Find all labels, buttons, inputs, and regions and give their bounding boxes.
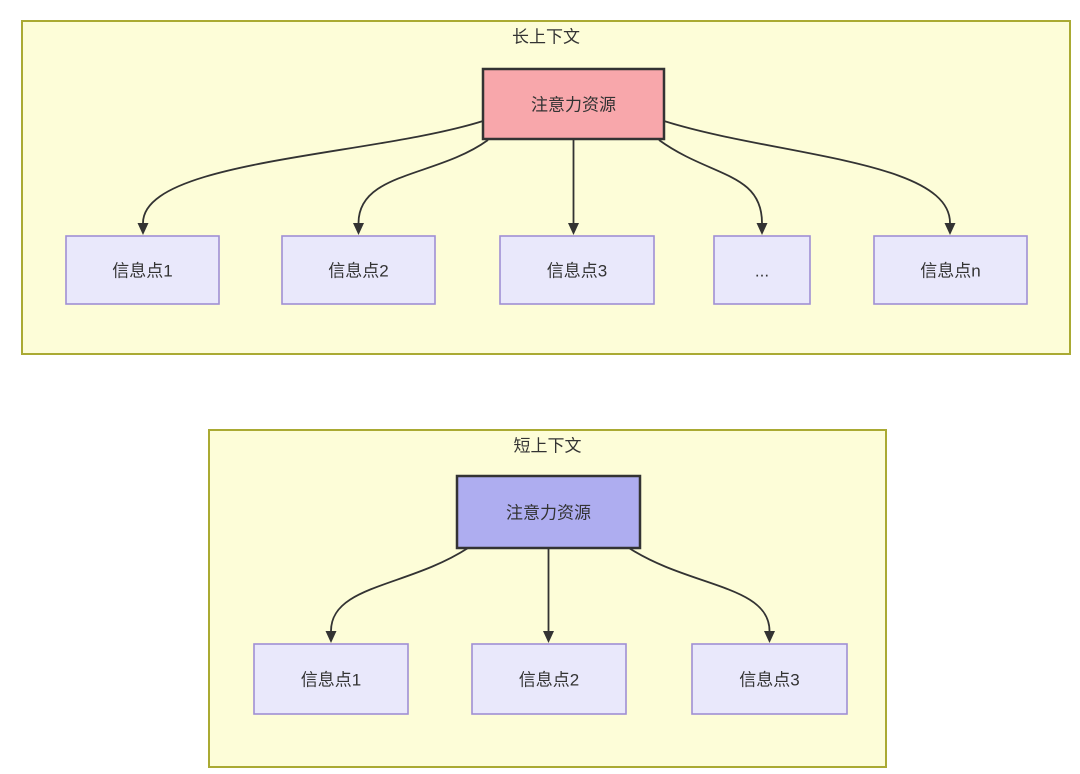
long-point-label-1: 信息点1 (112, 261, 172, 280)
edge-long-to-point-2 (357, 139, 489, 224)
short-point-box-3 (691, 643, 848, 715)
long-attention-box (481, 67, 666, 141)
long-point-box-1 (65, 235, 220, 305)
arrowhead-long-5 (944, 223, 956, 235)
short-point-label-3: 信息点3 (739, 670, 799, 689)
long-point-label-3: 信息点3 (547, 261, 607, 280)
short-attention-label: 注意力资源 (506, 503, 591, 522)
long-attention-label: 注意力资源 (531, 95, 616, 114)
long-point-label-2: 信息点2 (328, 261, 388, 280)
long-point-box-n (873, 235, 1028, 305)
long-point-box-2 (281, 235, 436, 305)
edge-long-to-point-1 (142, 120, 484, 224)
edge-short-to-point-3 (628, 547, 771, 632)
short-context-section: 短上下文 注意力资源 信息点1 信息点2 信息点3 (208, 429, 887, 768)
arrowhead-short-2 (543, 631, 554, 643)
arrowhead-long-1 (137, 223, 149, 235)
long-context-section: 长上下文 注意力资源 信息点1 (21, 20, 1071, 355)
arrowhead-long-3 (568, 223, 579, 235)
long-context-edges (137, 120, 956, 235)
short-attention-box (455, 474, 642, 550)
arrowhead-short-1 (325, 631, 337, 643)
edge-short-to-point-1 (330, 547, 469, 632)
arrowhead-long-2 (353, 223, 364, 235)
edge-long-to-point-4 (658, 139, 763, 224)
long-point-box-3 (499, 235, 655, 305)
short-point-box-2 (471, 643, 627, 715)
short-point-box-1 (253, 643, 409, 715)
arrowhead-short-3 (764, 631, 775, 643)
long-context-title: 长上下文 (512, 27, 580, 46)
short-point-label-1: 信息点1 (301, 670, 361, 689)
long-point-label-ellipsis: ... (755, 261, 769, 280)
short-point-label-2: 信息点2 (519, 670, 579, 689)
short-context-title: 短上下文 (514, 436, 582, 455)
long-context-points: 信息点1 信息点2 信息点3 ... 信息点n (65, 235, 1028, 305)
short-context-points: 信息点1 信息点2 信息点3 (253, 643, 848, 715)
short-context-edges (325, 547, 775, 643)
long-point-box-ellipsis (713, 235, 811, 305)
edge-long-to-point-5 (663, 120, 951, 224)
long-point-label-n: 信息点n (920, 261, 980, 280)
arrowhead-long-4 (756, 223, 768, 235)
